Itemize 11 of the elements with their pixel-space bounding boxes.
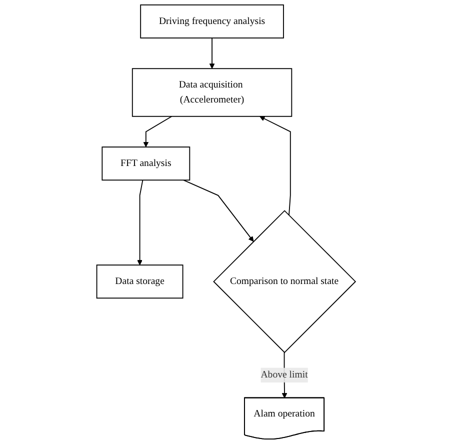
- node-box: Data acquisition (Accelerometer): [132, 68, 293, 117]
- arrow: [138, 180, 144, 266]
- node-box: Driving frequency analysis: [140, 4, 284, 38]
- arrow: [260, 116, 292, 216]
- arrow: [183, 180, 254, 242]
- edge-label: Above limit: [261, 370, 308, 380]
- node-diamond: Comparison to normal state: [213, 210, 356, 354]
- node-box: FFT analysis: [102, 146, 191, 181]
- arrow: [144, 116, 173, 148]
- arrow: [210, 38, 216, 69]
- node-box: Data storage: [96, 264, 184, 299]
